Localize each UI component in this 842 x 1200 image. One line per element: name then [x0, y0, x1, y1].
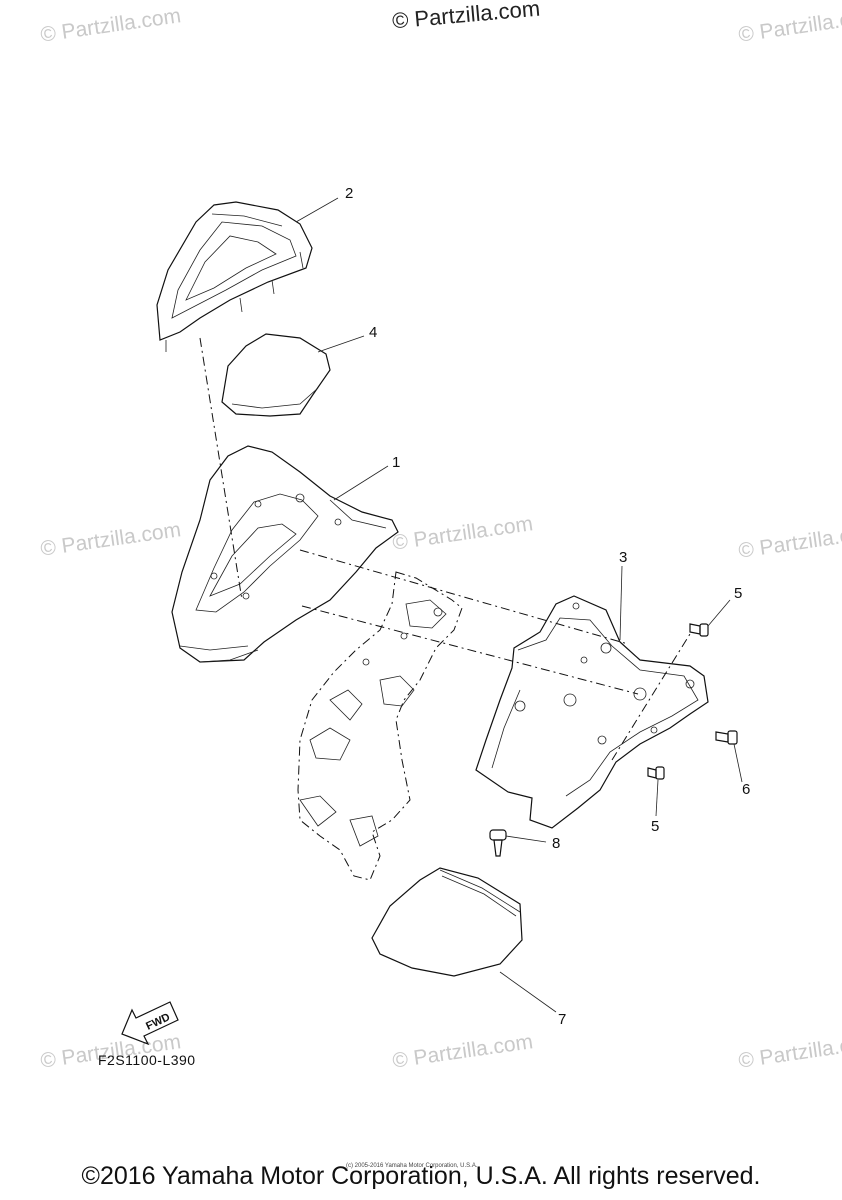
- part-5-bolt-lower: [647, 766, 665, 780]
- diagram-code: F2S1100-L390: [98, 1052, 196, 1068]
- callout-2: 2: [345, 185, 354, 202]
- part-3-inner-cover: [475, 595, 709, 829]
- callout-6: 6: [742, 781, 751, 798]
- callout-3: 3: [619, 549, 628, 566]
- callout-5-lower: 5: [651, 818, 660, 835]
- callout-7: 7: [558, 1011, 567, 1028]
- part-4-panel: [221, 333, 331, 417]
- part-2-visor: [156, 201, 313, 352]
- part-8-screw: [489, 829, 507, 857]
- copyright-footer: ©2016 Yamaha Motor Corporation, U.S.A. A…: [81, 1162, 761, 1190]
- part-5-bolt-upper: [689, 623, 709, 637]
- callout-8: 8: [552, 835, 561, 852]
- part-6-bolt: [715, 730, 738, 745]
- part-7-bottom-cover: [371, 867, 523, 977]
- part-1-cowling: [171, 445, 399, 663]
- steering-assembly: [297, 571, 463, 881]
- forward-arrow-icon: FWD: [121, 1001, 179, 1046]
- callout-5-upper: 5: [734, 585, 743, 602]
- callout-4: 4: [369, 324, 378, 341]
- callout-1: 1: [392, 454, 401, 471]
- small-copyright: (c) 2005-2016 Yamaha Motor Corporation, …: [346, 1163, 478, 1169]
